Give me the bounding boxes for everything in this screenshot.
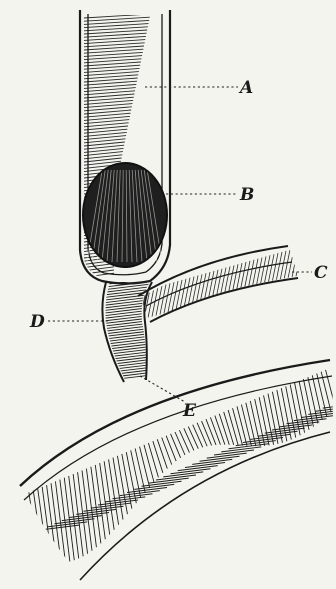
label-c-group: C xyxy=(292,263,328,283)
side-duct xyxy=(138,246,302,322)
label-a-group: A xyxy=(145,78,253,98)
label-b: B xyxy=(239,185,254,205)
label-e: E xyxy=(182,401,197,421)
neck-duct xyxy=(100,279,152,382)
label-b-group: B xyxy=(166,185,254,205)
label-d: D xyxy=(29,312,45,332)
label-d-group: D xyxy=(29,312,108,332)
curved-vessel xyxy=(20,360,336,580)
oval-stone xyxy=(83,163,167,267)
label-c: C xyxy=(314,263,328,283)
label-a: A xyxy=(238,78,253,98)
